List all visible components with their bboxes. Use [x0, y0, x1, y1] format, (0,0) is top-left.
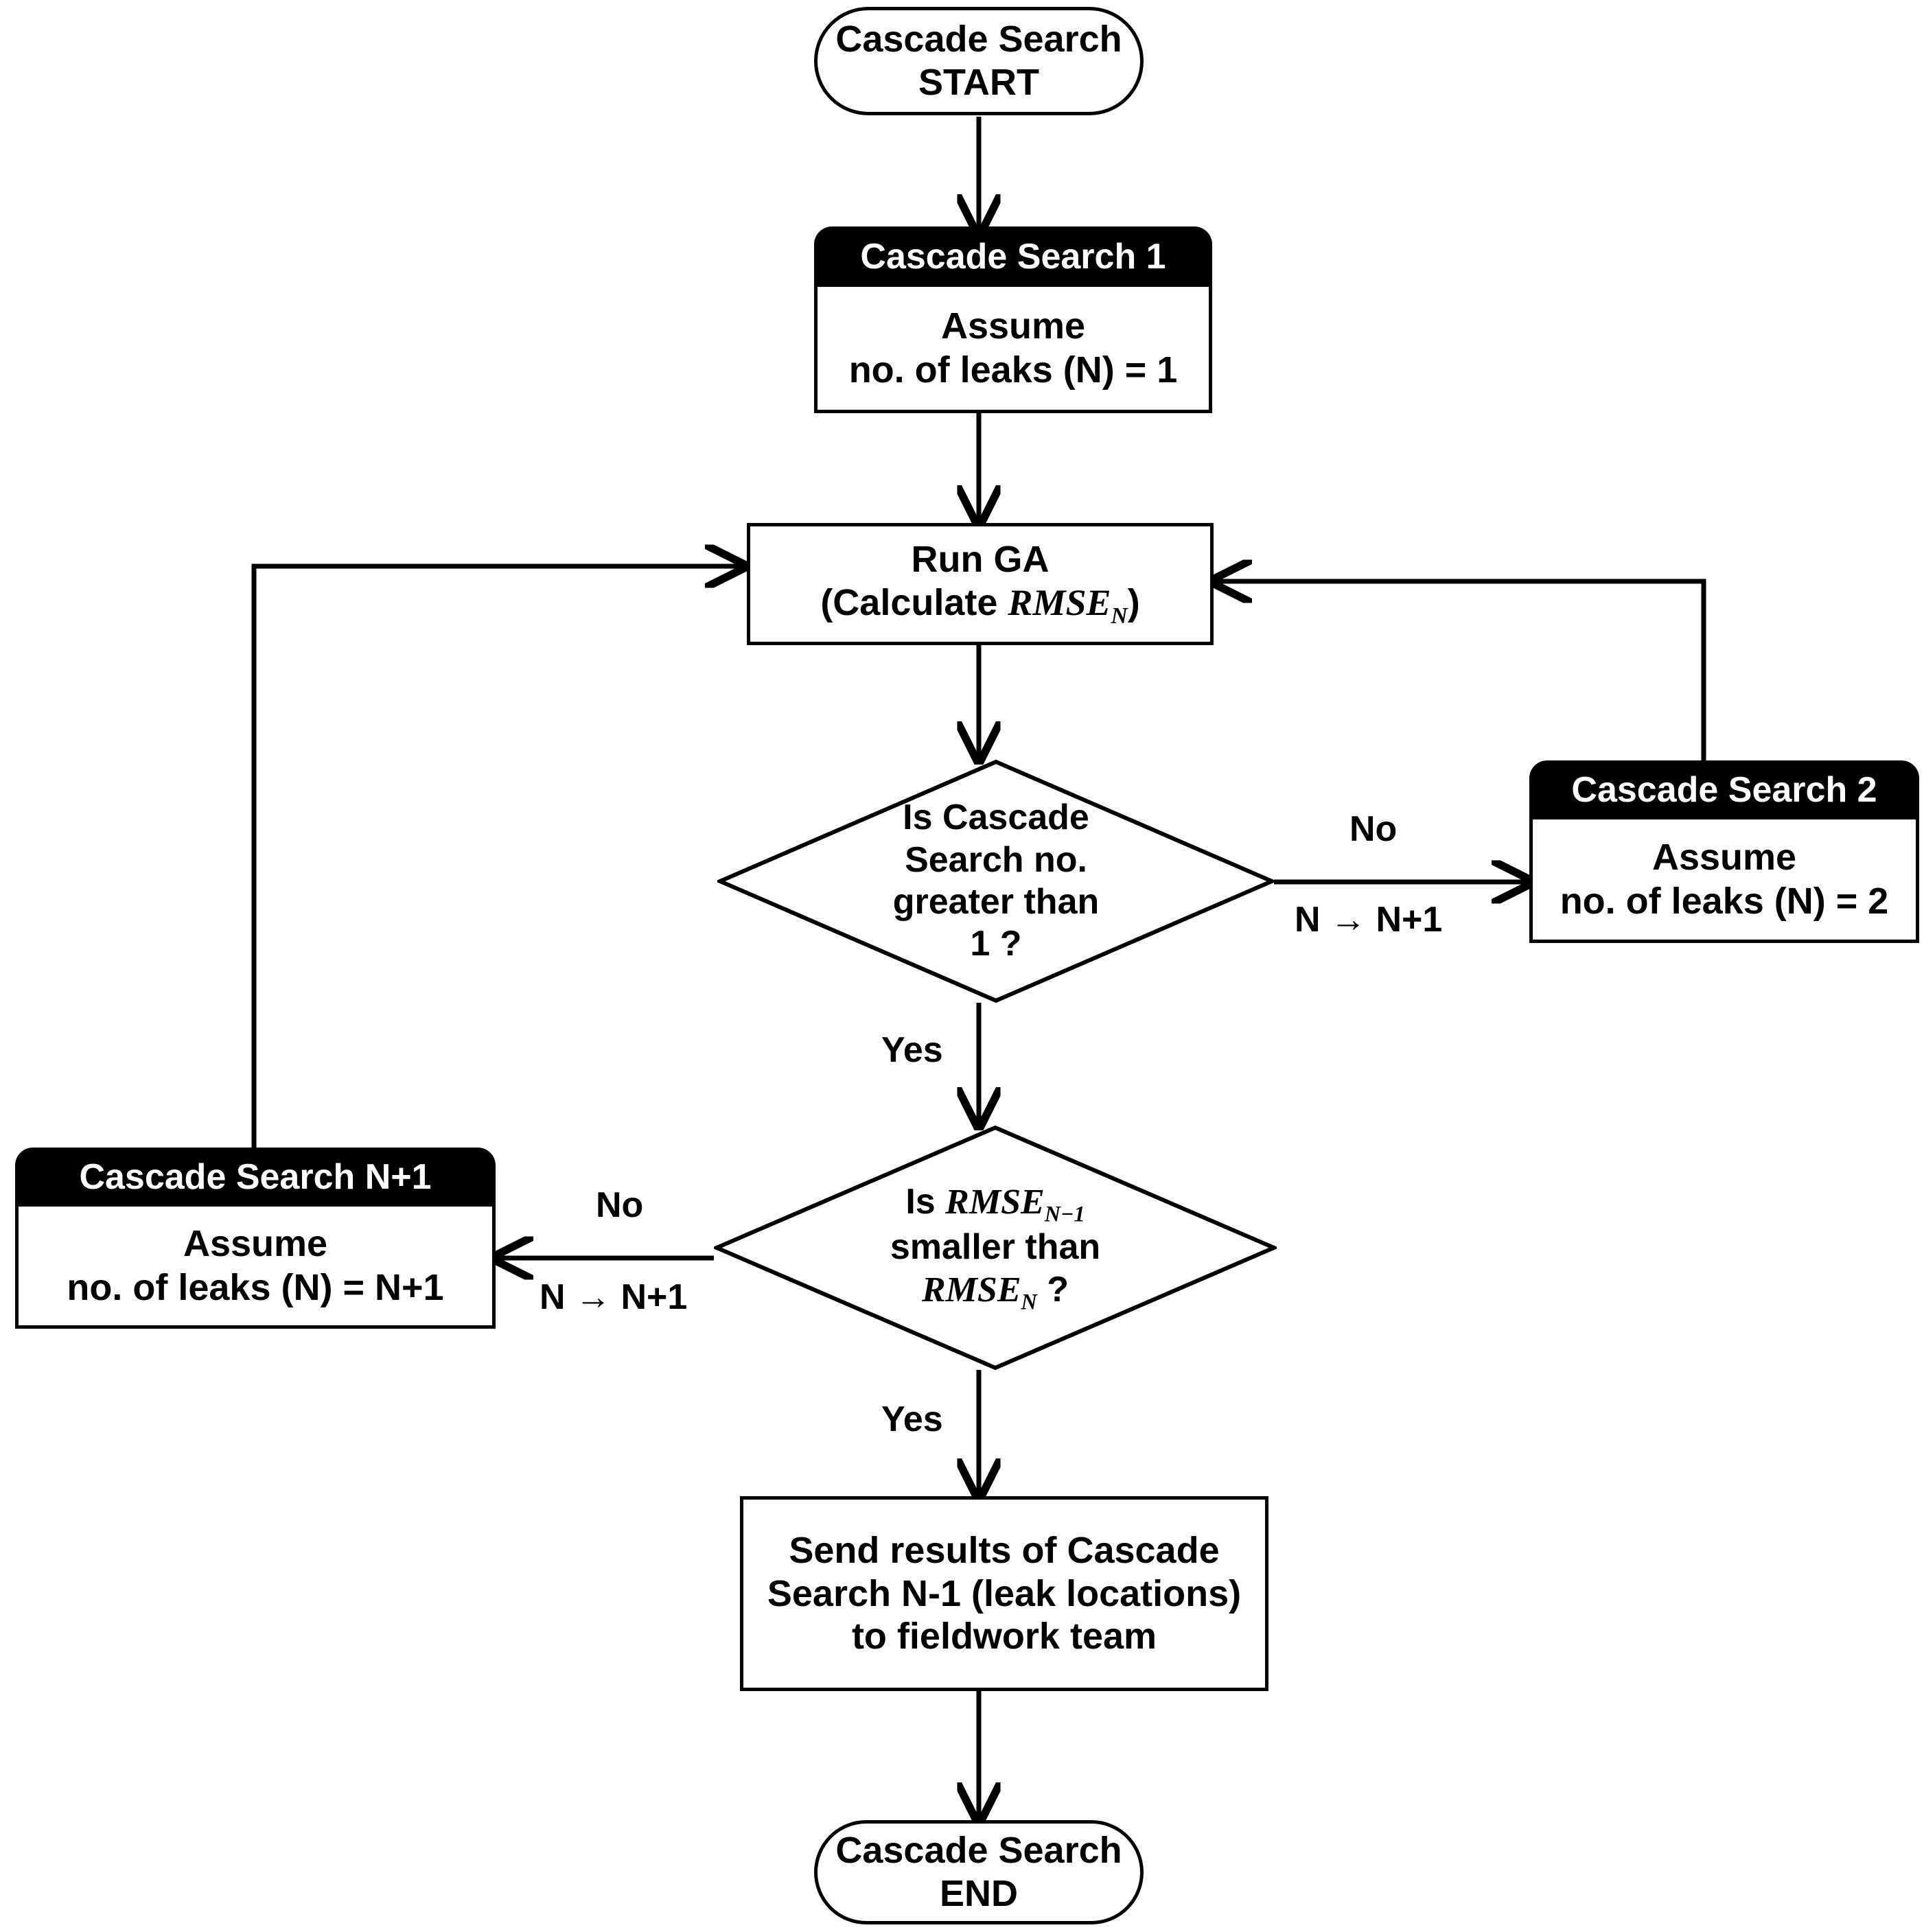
decision2-line3: RMSEN ?: [922, 1269, 1069, 1314]
node-cascade-search-n-plus-1-line2: no. of leaks (N) = N+1: [67, 1266, 444, 1308]
node-run-ga-line2-suffix: ): [1127, 582, 1140, 623]
node-cascade-search-n-plus-1-header: Cascade Search N+1: [15, 1148, 496, 1207]
decision2-line2: smaller than: [890, 1227, 1101, 1268]
node-run-ga-line2: (Calculate RMSEN): [820, 581, 1139, 630]
node-run-ga-line1: Run GA: [911, 539, 1050, 581]
node-cascade-search-1-header: Cascade Search 1: [814, 226, 1212, 287]
edge-label-decision2-yes: Yes: [881, 1399, 943, 1440]
node-run-ga-line2-sub: N: [1111, 603, 1128, 629]
decision2-line1-sub: N−1: [1044, 1201, 1085, 1226]
edge-label-decision1-no-sub: N → N+1: [1295, 899, 1442, 940]
node-run-ga-line2-var: RMSE: [1008, 582, 1111, 623]
edge-label-decision2-no-sub-text: N → N+1: [540, 1277, 688, 1317]
edge-label-decision2-yes-text: Yes: [881, 1399, 943, 1439]
decision-diamond-shape: [714, 1125, 1277, 1371]
edge-label-decision2-no: No: [596, 1185, 643, 1226]
edge-label-decision1-yes-text: Yes: [881, 1030, 943, 1070]
decision2-line1: Is RMSEN−1: [905, 1181, 1085, 1226]
node-send-results-line1: Send results of Cascade: [789, 1530, 1220, 1572]
node-start-line1: Cascade Search: [835, 19, 1122, 60]
node-cascade-search-n-plus-1-body: Assume no. of leaks (N) = N+1: [15, 1207, 496, 1329]
decision-diamond-shape: [717, 759, 1275, 1003]
node-send-results-line3: to fieldwork team: [851, 1616, 1157, 1657]
node-cascade-search-2-line1: Assume: [1651, 836, 1797, 878]
node-cascade-search-1-line2: no. of leaks (N) = 1: [848, 349, 1178, 391]
edge-cs2-loop-to-runga: [1214, 581, 1706, 760]
node-decision-rmse-compare-label: Is RMSEN−1 smaller than RMSEN ?: [714, 1125, 1277, 1371]
node-start-line2: START: [918, 62, 1039, 103]
decision2-line1-var: RMSE: [945, 1182, 1045, 1222]
node-decision-cascade-number-label: Is Cascade Search no. greater than 1 ?: [717, 759, 1275, 1003]
node-cascade-search-2[interactable]: Cascade Search 2 Assume no. of leaks (N)…: [1529, 760, 1919, 943]
edge-label-decision1-no-text: No: [1349, 809, 1398, 849]
node-cascade-search-n-plus-1[interactable]: Cascade Search N+1 Assume no. of leaks (…: [15, 1148, 496, 1329]
decision1-line1: Is Cascade: [903, 798, 1089, 838]
decision2-line3-sub: N: [1021, 1289, 1037, 1314]
decision1-line3: greater than: [892, 882, 1100, 922]
node-cascade-search-2-body: Assume no. of leaks (N) = 2: [1529, 819, 1919, 943]
edge-csn1-loop-to-runga: [251, 566, 743, 1148]
node-cascade-search-2-header: Cascade Search 2: [1529, 760, 1919, 819]
decision2-line3-suffix: ?: [1036, 1269, 1069, 1310]
node-send-results[interactable]: Send results of Cascade Search N-1 (leak…: [740, 1496, 1268, 1691]
decision1-line2: Search no.: [905, 839, 1087, 880]
node-decision-rmse-compare[interactable]: Is RMSEN−1 smaller than RMSEN ?: [714, 1125, 1277, 1371]
edge-label-decision1-yes: Yes: [881, 1029, 943, 1071]
node-end-line1: Cascade Search: [835, 1830, 1122, 1872]
decision2-line1-prefix: Is: [905, 1181, 946, 1222]
decision1-line4: 1 ?: [970, 924, 1022, 964]
node-cascade-search-1-body: Assume no. of leaks (N) = 1: [814, 287, 1212, 413]
edge-label-decision1-no-sub-text: N → N+1: [1295, 900, 1443, 940]
edge-label-decision2-no-sub: N → N+1: [540, 1277, 687, 1318]
node-decision-cascade-number[interactable]: Is Cascade Search no. greater than 1 ?: [717, 759, 1275, 1003]
node-cascade-search-1-line1: Assume: [940, 305, 1086, 347]
node-run-ga[interactable]: Run GA (Calculate RMSEN): [747, 523, 1214, 645]
node-start[interactable]: Cascade Search START: [814, 7, 1144, 115]
node-end[interactable]: Cascade Search END: [814, 1820, 1144, 1924]
node-cascade-search-n-plus-1-line1: Assume: [183, 1222, 328, 1264]
edge-label-decision2-no-text: No: [596, 1185, 644, 1225]
edge-label-decision1-no: No: [1349, 808, 1397, 850]
node-cascade-search-1[interactable]: Cascade Search 1 Assume no. of leaks (N)…: [814, 226, 1212, 413]
node-send-results-line2: Search N-1 (leak locations): [767, 1572, 1242, 1614]
node-run-ga-line2-prefix: (Calculate: [820, 582, 1008, 623]
decision2-line3-var: RMSE: [921, 1270, 1021, 1310]
node-end-line2: END: [939, 1873, 1018, 1914]
node-cascade-search-2-line2: no. of leaks (N) = 2: [1560, 880, 1889, 922]
